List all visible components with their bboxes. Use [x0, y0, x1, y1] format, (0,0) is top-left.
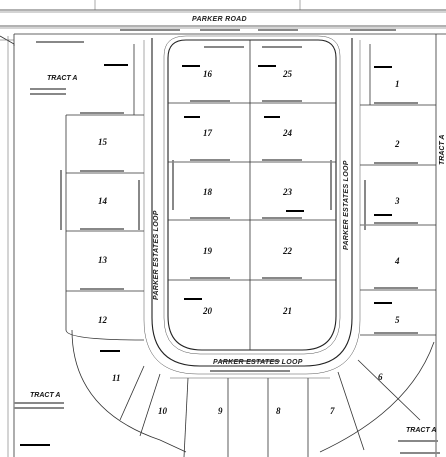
east-lot-lines — [360, 44, 436, 336]
lot-13: 13 — [98, 255, 108, 265]
tick-marks — [20, 64, 392, 446]
tract-a-east: TRACT A — [439, 135, 446, 165]
parker-road-label: PARKER ROAD — [192, 16, 247, 23]
lot-11: 11 — [112, 373, 121, 383]
loop-label-east: PARKER ESTATES LOOP — [343, 160, 350, 250]
lot-21: 21 — [282, 306, 292, 316]
lot-10: 10 — [158, 406, 168, 416]
loop-label-west: PARKER ESTATES LOOP — [153, 210, 160, 300]
west-lot-lines — [65, 44, 145, 341]
inner-block-lines — [168, 40, 336, 350]
lot-19: 19 — [203, 246, 213, 256]
lot-23: 23 — [282, 187, 293, 197]
lot-17: 17 — [203, 128, 213, 138]
south-lot-lines — [71, 329, 435, 457]
boundary-lines — [0, 33, 446, 457]
lot-1: 1 — [395, 79, 400, 89]
dimension-labels — [14, 29, 440, 454]
lot-9: 9 — [218, 406, 223, 416]
lot-25: 25 — [282, 69, 293, 79]
loop-label-bottom: PARKER ESTATES LOOP — [213, 359, 303, 366]
lot-7: 7 — [330, 406, 335, 416]
lot-6: 6 — [378, 372, 383, 382]
tract-labels: TRACT A TRACT A TRACT A TRACT A — [30, 75, 446, 434]
tract-a-southwest: TRACT A — [30, 392, 60, 399]
lot-3: 3 — [394, 196, 400, 206]
lot-18: 18 — [203, 187, 213, 197]
lot-14: 14 — [98, 196, 108, 206]
loop-road — [143, 35, 361, 375]
lot-24: 24 — [282, 128, 293, 138]
lot-4: 4 — [394, 256, 400, 266]
lot-12: 12 — [98, 315, 108, 325]
lot-15: 15 — [98, 137, 108, 147]
lot-numbers: 1 2 3 4 5 6 7 8 9 10 11 12 13 14 15 16 1… — [98, 69, 400, 416]
lot-8: 8 — [276, 406, 281, 416]
lot-16: 16 — [203, 69, 213, 79]
top-border — [0, 0, 446, 29]
tract-a-southeast: TRACT A — [406, 427, 436, 434]
lot-22: 22 — [282, 246, 293, 256]
tract-a-northwest: TRACT A — [47, 75, 77, 82]
road-labels: PARKER ROAD PARKER ESTATES LOOP PARKER E… — [153, 16, 350, 366]
lot-20: 20 — [202, 306, 213, 316]
lot-5: 5 — [395, 315, 400, 325]
lot-2: 2 — [394, 139, 400, 149]
